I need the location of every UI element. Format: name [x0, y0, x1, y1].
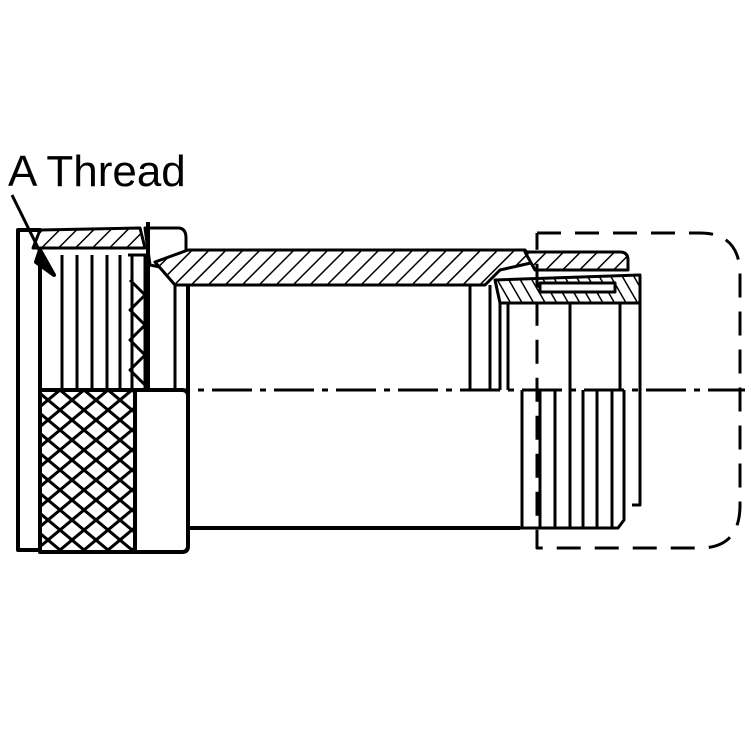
a-thread-leader — [10, 194, 56, 277]
coupling-nut — [16, 222, 190, 554]
rear-end-assembly — [493, 250, 642, 530]
connector-body — [153, 248, 537, 530]
phantom-outline — [535, 231, 742, 550]
a-thread-label: A Thread — [8, 147, 186, 196]
